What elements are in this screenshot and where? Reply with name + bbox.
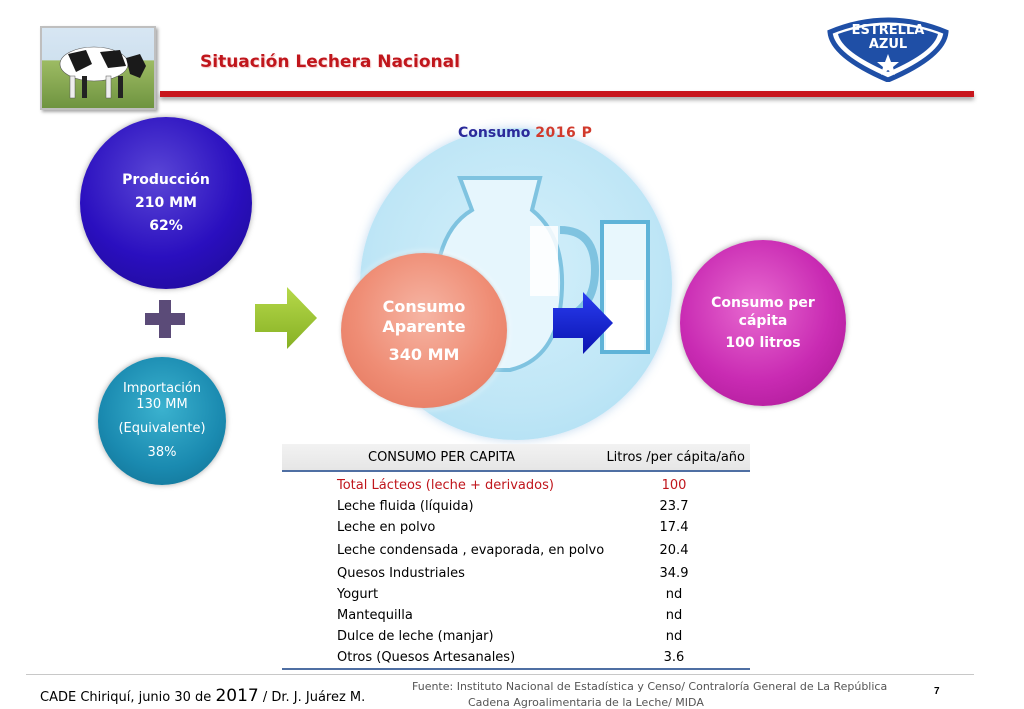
table-cell-item: Dulce de leche (manjar) xyxy=(337,629,494,644)
table-header-value: Litros /per cápita/año xyxy=(606,450,745,465)
table-cell-value: nd xyxy=(665,587,683,602)
table-cell-value: 3.6 xyxy=(663,650,685,665)
consumo-label-year: 2016 P xyxy=(535,125,593,141)
importacion-circle: Importación 130 MM (Equivalente) 38% xyxy=(98,357,226,485)
table-cell-value: 20.4 xyxy=(659,543,689,558)
plus-icon xyxy=(145,300,185,338)
aparente-label-line2: Aparente xyxy=(382,316,466,336)
table-row: Leche fluida (líquida) 23.7 xyxy=(282,496,750,517)
table-row: Total Lácteos (leche + derivados) 100 xyxy=(282,475,750,496)
table-header: CONSUMO PER CAPITA Litros /per cápita/añ… xyxy=(282,444,750,472)
table-cell-value: nd xyxy=(665,608,683,623)
table-cell-item: Yogurt xyxy=(337,587,379,602)
green-arrow-icon xyxy=(255,287,317,349)
cow-photo xyxy=(40,26,156,110)
footer-credit-prefix: CADE Chiriquí, junio 30 de xyxy=(40,690,216,705)
footer-credit-suffix: / Dr. J. Juárez M. xyxy=(258,690,366,705)
table-cell-item: Leche condensada , evaporada, en polvo xyxy=(337,543,605,558)
logo-text-line2: AZUL xyxy=(868,37,908,52)
produccion-circle: Producción 210 MM 62% xyxy=(80,117,252,289)
aparente-label-line1: Consumo xyxy=(382,296,466,316)
percapita-label-line1: Consumo per xyxy=(711,295,815,311)
table-cell-value: 100 xyxy=(661,478,687,493)
consumo-per-capita-circle: Consumo per cápita 100 litros xyxy=(680,240,846,406)
footer-divider xyxy=(26,674,974,675)
footer-credit: CADE Chiriquí, junio 30 de 2017 / Dr. J.… xyxy=(40,686,365,706)
page-number: 7 xyxy=(934,686,940,697)
page-title: Situación Lechera Nacional xyxy=(200,52,460,72)
table-cell-value: 23.7 xyxy=(659,499,689,514)
footer-credit-year: 2017 xyxy=(215,686,259,706)
consumo-aparente-circle: Consumo Aparente 340 MM xyxy=(341,253,507,408)
aparente-amount: 340 MM xyxy=(388,344,460,364)
blue-arrow-icon xyxy=(553,292,613,354)
table-cell-item: Mantequilla xyxy=(337,608,413,623)
table-row: Dulce de leche (manjar) nd xyxy=(282,626,750,647)
table-cell-value: 34.9 xyxy=(659,566,689,581)
produccion-percent: 62% xyxy=(149,217,183,234)
produccion-label: Producción xyxy=(122,171,210,188)
importacion-percent: 38% xyxy=(147,445,177,460)
table-row: Yogurt nd xyxy=(282,584,750,605)
table-row: Quesos Industriales 34.9 xyxy=(282,563,750,584)
produccion-amount: 210 MM xyxy=(135,194,197,211)
table-row: Leche en polvo 17.4 xyxy=(282,517,750,538)
table-cell-value: 17.4 xyxy=(659,520,689,535)
logo-text-line1: ESTRELLA xyxy=(851,23,925,38)
table-cell-item: Total Lácteos (leche + derivados) xyxy=(337,478,554,493)
footer-source-line1: Fuente: Instituto Nacional de Estadístic… xyxy=(412,680,888,693)
percapita-amount: 100 litros xyxy=(725,335,801,351)
importacion-note: (Equivalente) xyxy=(118,421,206,436)
footer-source-line2: Cadena Agroalimentaria de la Leche/ MIDA xyxy=(468,696,704,709)
title-underline xyxy=(160,91,974,97)
table-row: Mantequilla nd xyxy=(282,605,750,626)
table-row: Otros (Quesos Artesanales) 3.6 xyxy=(282,647,750,668)
table-cell-value: nd xyxy=(665,629,683,644)
consumo-label-prefix: Consumo xyxy=(458,125,531,141)
table-cell-item: Leche en polvo xyxy=(337,520,436,535)
percapita-label-line2: cápita xyxy=(738,313,788,329)
consumo-per-capita-table: CONSUMO PER CAPITA Litros /per cápita/añ… xyxy=(282,444,750,670)
table-cell-item: Leche fluida (líquida) xyxy=(337,499,474,514)
consumo-year-label: Consumo 2016 P xyxy=(458,125,592,141)
importacion-label: Importación xyxy=(122,381,202,396)
cow-illustration xyxy=(59,46,146,99)
table-bottom-rule xyxy=(282,668,750,670)
importacion-amount: 130 MM xyxy=(136,397,188,412)
estrella-azul-logo xyxy=(824,14,952,83)
logo-text: ESTRELLA AZUL xyxy=(832,24,944,52)
table-cell-item: Otros (Quesos Artesanales) xyxy=(337,650,516,665)
table-row: Leche condensada , evaporada, en polvo 2… xyxy=(282,538,750,563)
table-cell-item: Quesos Industriales xyxy=(337,566,465,581)
table-header-item: CONSUMO PER CAPITA xyxy=(368,450,516,465)
